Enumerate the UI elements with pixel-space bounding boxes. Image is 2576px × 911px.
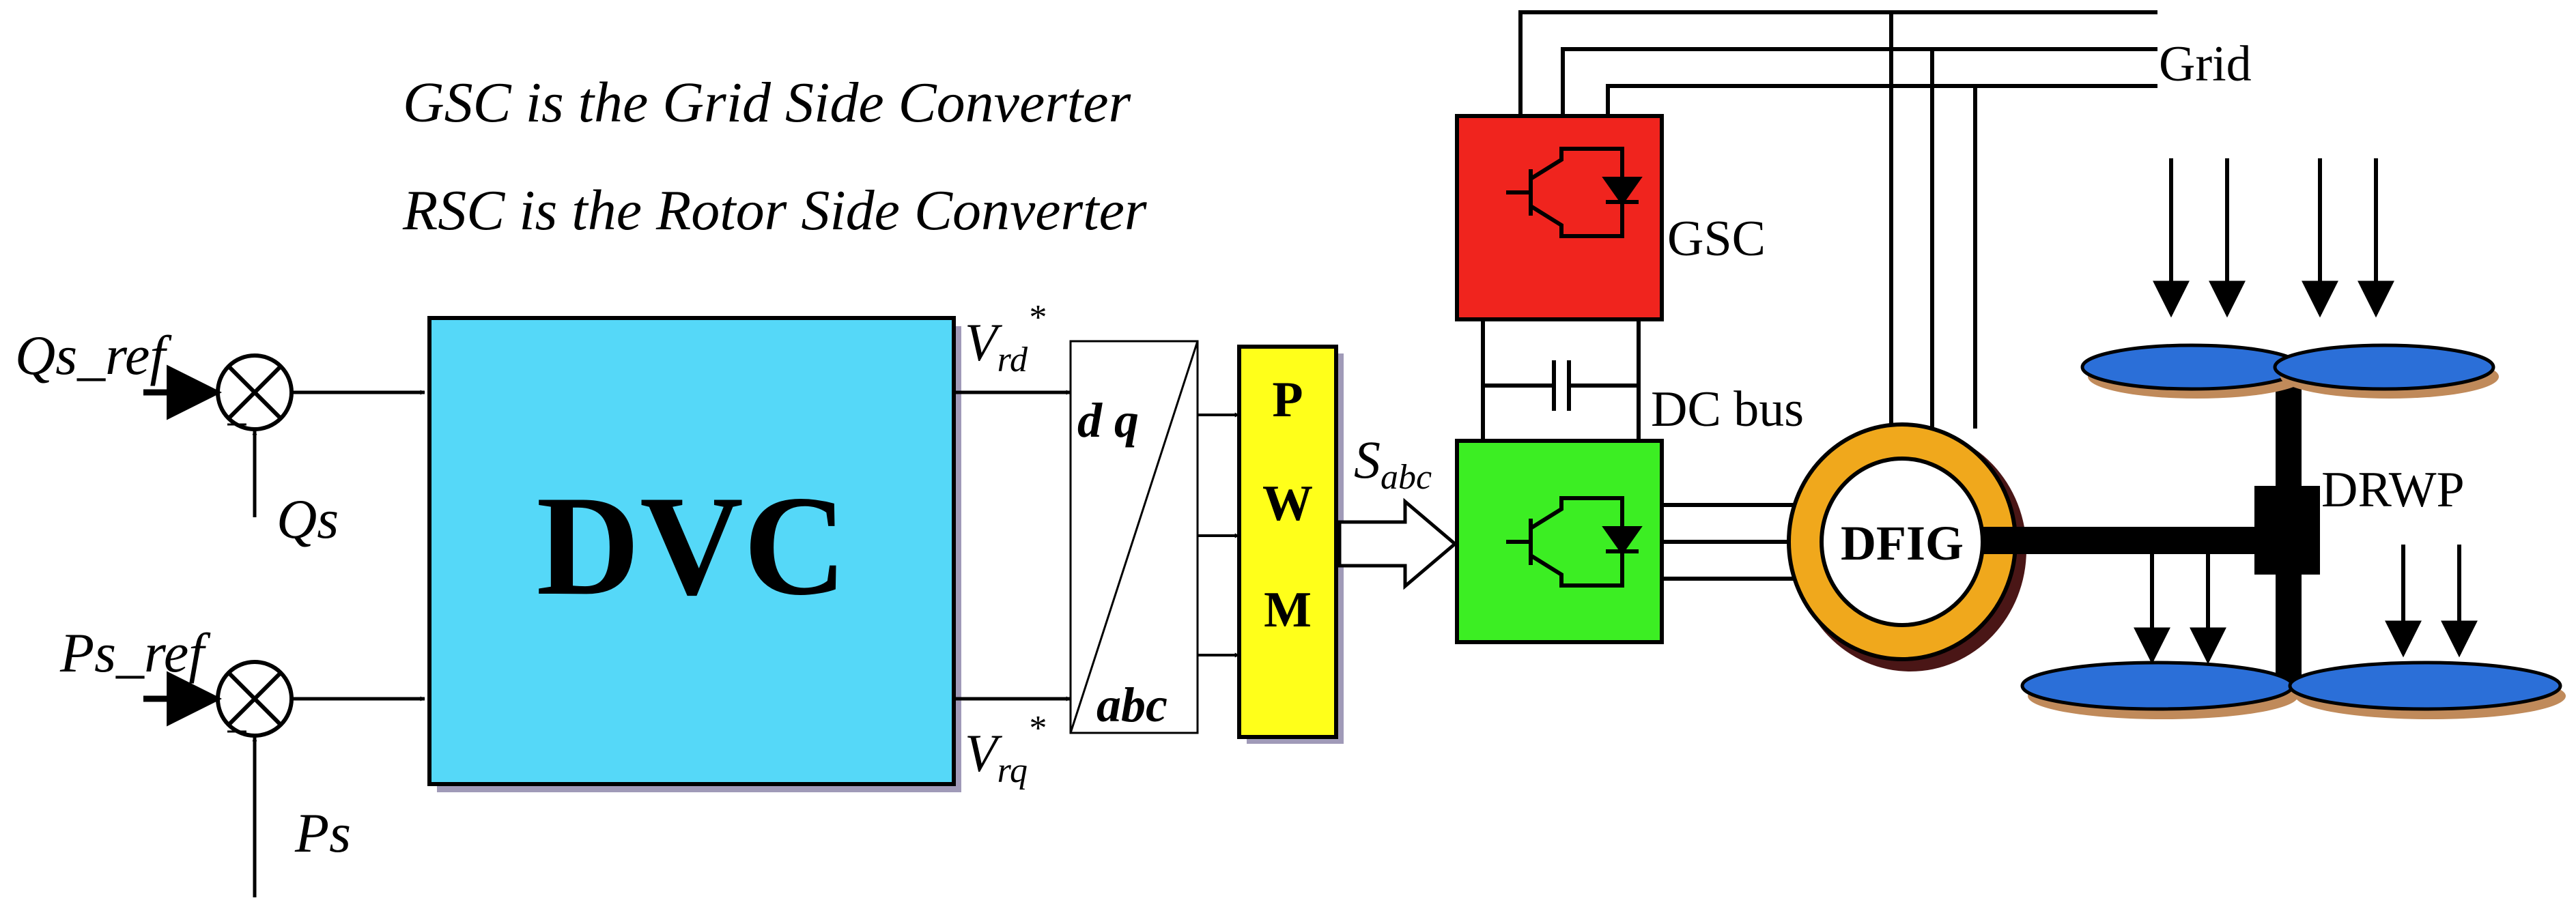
blade xyxy=(2288,661,2562,711)
sabc-arrow xyxy=(1337,497,1458,590)
gsc-block xyxy=(1455,114,1664,321)
blade xyxy=(2080,343,2303,391)
gsc-note: GSC is the Grid Side Converter xyxy=(403,71,1131,134)
pwm-letter-w: W xyxy=(1262,476,1313,532)
qs-minus-sign: − xyxy=(225,402,249,447)
ps-label: Ps xyxy=(294,802,351,864)
pwm-letter-p: P xyxy=(1272,372,1303,428)
grid-label: Grid xyxy=(2159,36,2252,92)
wind-arrows xyxy=(2134,158,2478,665)
rsc-to-dfig-lines xyxy=(1662,503,1811,581)
pwm-block xyxy=(1237,345,1338,739)
capacitor-icon xyxy=(1552,360,1571,411)
shaft xyxy=(1983,527,2264,554)
blade xyxy=(2020,661,2295,711)
drwp-label: DRWP xyxy=(2321,462,2465,518)
dc-bus-label: DC bus xyxy=(1651,381,1804,437)
dvc-label: DVC xyxy=(537,467,847,625)
vrd-label: Vrd* xyxy=(965,298,1045,379)
rsc-note: RSC is the Rotor Side Converter xyxy=(402,179,1147,242)
qs-ref-label: Qs_ref xyxy=(15,324,172,386)
hub xyxy=(2254,486,2320,575)
grid-lines xyxy=(1518,10,2157,429)
blade xyxy=(2273,343,2495,391)
dc-bus-lines xyxy=(1481,319,1641,441)
pwm-letter-m: M xyxy=(1264,582,1312,638)
sabc-label: Sabc xyxy=(1354,430,1432,497)
dq-abc-diagonal xyxy=(1069,341,1199,734)
qs-label: Qs xyxy=(277,488,339,550)
dq-label: d q xyxy=(1077,393,1139,448)
dfig-label: DFIG xyxy=(1841,516,1964,570)
abc-label: abc xyxy=(1096,678,1167,732)
ps-minus-sign: − xyxy=(225,709,249,754)
igbt-diode-icon xyxy=(1506,147,1643,238)
summing-junction-q xyxy=(216,353,294,431)
igbt-diode-icon xyxy=(1506,496,1643,588)
ps-ref-label: Ps_ref xyxy=(59,622,211,684)
dvc-block xyxy=(427,316,956,786)
vrq-label: Vrq* xyxy=(965,709,1045,790)
gsc-label: GSC xyxy=(1667,211,1766,267)
